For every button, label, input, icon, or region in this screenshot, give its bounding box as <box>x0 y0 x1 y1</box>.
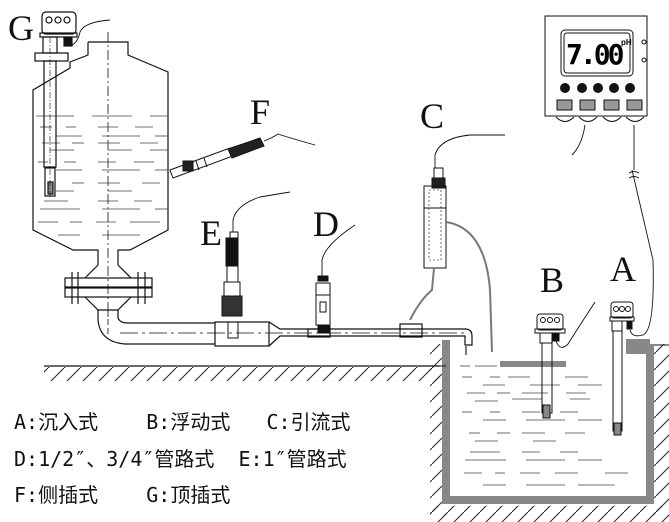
pipe <box>97 310 473 347</box>
probe-d <box>315 224 356 334</box>
vessel <box>32 32 169 320</box>
label-b: B <box>540 260 565 300</box>
meter-reading: 7.00 <box>566 38 624 71</box>
meter-unit: pH <box>621 38 632 47</box>
meter-keys <box>556 99 643 111</box>
legend-line-3: F:侧插式 G:顶插式 <box>14 483 231 507</box>
label-g: G <box>8 8 34 48</box>
legend-line-1: A:沉入式 B:浮动式 C:引流式 <box>14 410 351 434</box>
probe-c <box>409 134 505 355</box>
probe-g <box>34 11 111 198</box>
probe-e <box>221 191 291 339</box>
legend-line-2: D:1/2″、3/4″管路式 E:1″管路式 <box>14 447 347 471</box>
label-f: F <box>250 92 271 132</box>
ph-meter <box>544 15 648 179</box>
probe-a <box>609 169 654 436</box>
label-a: A <box>610 249 636 289</box>
probe-b <box>534 301 596 419</box>
tank-liquid <box>460 365 628 486</box>
open-tank <box>430 339 669 522</box>
ground <box>44 365 440 381</box>
label-c: C <box>420 96 445 136</box>
probe-f <box>169 133 316 179</box>
meter-buttons <box>560 83 635 93</box>
label-e: E <box>200 213 222 253</box>
label-d: D <box>313 204 339 244</box>
